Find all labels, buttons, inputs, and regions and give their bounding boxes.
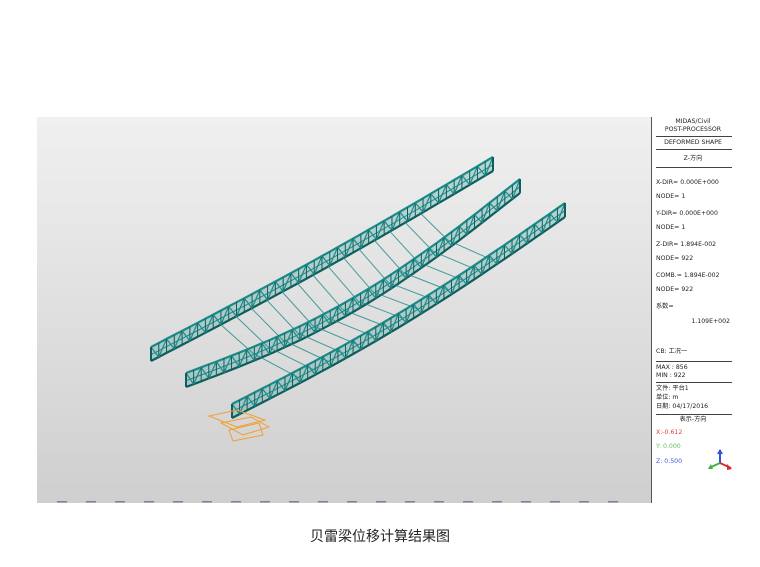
cross-bracing	[219, 211, 494, 379]
legend-unit: 单位: m	[656, 394, 679, 401]
legend-y-node: NODE= 1	[656, 224, 686, 231]
legend-view-x: X:-0.612	[656, 429, 683, 436]
deformed-truss-model	[150, 156, 566, 442]
truss-beam-left	[150, 156, 494, 362]
legend-view-z: Z: 0.500	[656, 458, 683, 465]
legend-max: MAX : 856	[656, 364, 688, 371]
legend-z-node: NODE= 922	[656, 255, 694, 262]
legend-module: POST-PROCESSOR	[664, 126, 722, 133]
legend-program: MIDAS/Civil	[675, 118, 711, 125]
legend-view-y: Y: 0.000	[656, 443, 681, 450]
truss-beam-middle	[185, 178, 521, 389]
legend-comb: COMB.= 1.894E-002	[656, 272, 720, 279]
legend-result-type: DEFORMED SHAPE	[664, 139, 722, 146]
result-legend-panel: MIDAS/Civil POST-PROCESSOR DEFORMED SHAP…	[651, 117, 734, 503]
legend-date: 日期: 04/17/2016	[656, 403, 709, 410]
axis-triad-icon	[708, 449, 732, 470]
legend-z-dir: Z-DIR= 1.894E-002	[656, 241, 717, 248]
legend-x-dir: X-DIR= 0.000E+000	[656, 179, 719, 186]
legend-y-dir: Y-DIR= 0.000E+000	[656, 210, 718, 217]
legend-min: MIN : 922	[656, 372, 686, 379]
legend-file: 文件: 平台1	[656, 385, 689, 392]
legend-component: Z-方向	[683, 155, 703, 162]
legend-factor-label: 系数=	[656, 303, 674, 310]
legend-view-direction: 表示-方向	[679, 416, 707, 423]
model-viewport[interactable]	[37, 117, 651, 503]
truss-beam-right	[231, 202, 566, 419]
viewport-ruler-ticks	[57, 501, 618, 503]
support-outline	[207, 409, 271, 442]
figure-caption: 贝雷梁位移计算结果图	[310, 529, 450, 545]
legend-x-node: NODE= 1	[656, 193, 686, 200]
legend-load-case: CB: 工况一	[656, 348, 688, 355]
legend-factor-value: 1.109E+002	[691, 318, 730, 325]
legend-comb-node: NODE= 922	[656, 286, 694, 293]
